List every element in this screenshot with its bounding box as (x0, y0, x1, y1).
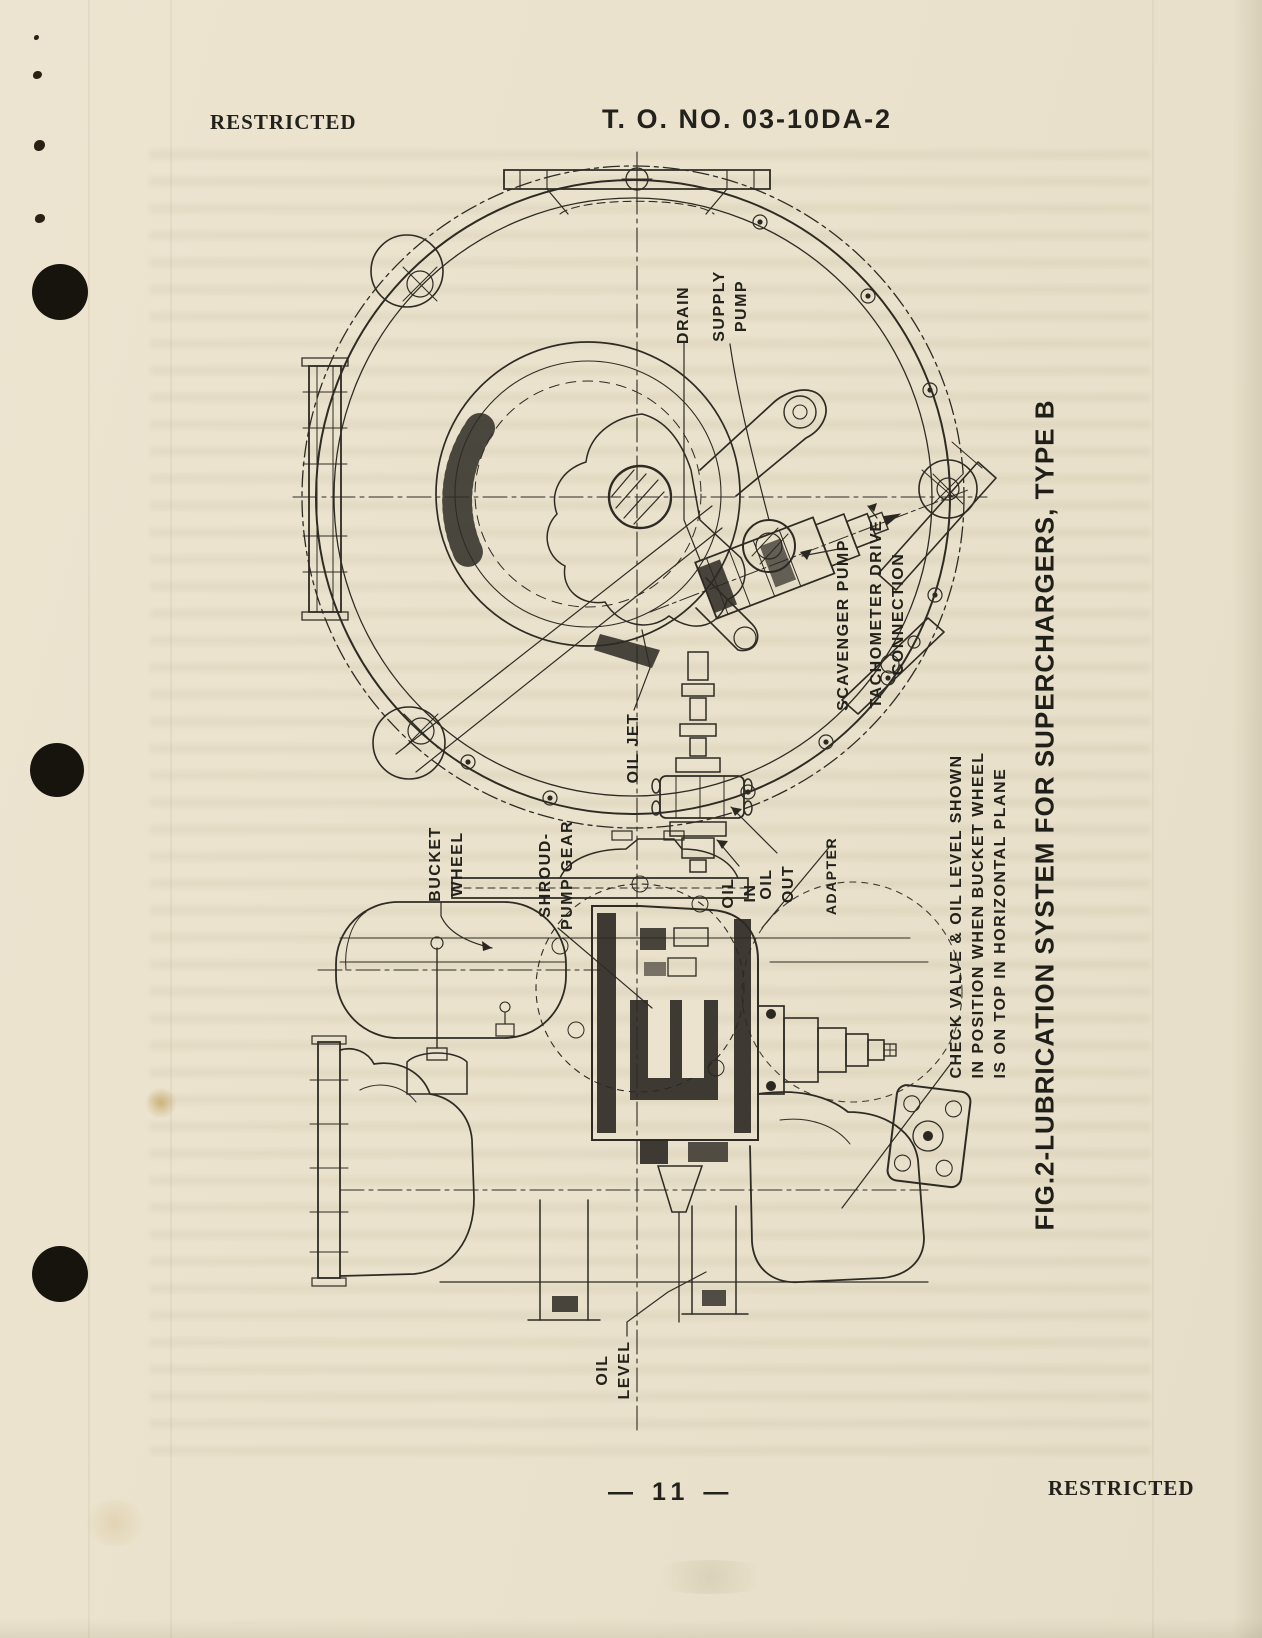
paper-stain (144, 1088, 178, 1118)
label-oil-level: OIL LEVEL (592, 1340, 636, 1399)
label-line: OIL (720, 877, 737, 909)
oil-line-fittings-column (651, 651, 753, 873)
label-scavenger-pump: SCAVENGER PUMP (833, 539, 855, 711)
header-doc-number: T. O. NO. 03-10DA-2 (602, 104, 893, 134)
label-oil-out: OIL OUT (756, 865, 800, 903)
front-view-rim-bolts (460, 214, 943, 806)
label-line: SCAVENGER PUMP (835, 539, 852, 711)
label-line: DRAIN (675, 285, 692, 345)
label-line: BUCKET (427, 826, 444, 902)
side-view-gear-column (591, 905, 759, 1323)
paper-crease (1152, 0, 1154, 1638)
punch-hole (32, 264, 88, 320)
side-view-output-shaft (757, 1005, 897, 1095)
supply-pump-boss (742, 519, 796, 573)
label-line: OUT (780, 864, 797, 904)
label-shroud-pump-gear: SHROUD- PUMP GEAR (535, 820, 579, 930)
label-line: LEVEL (616, 1340, 633, 1400)
label-line: SUPPLY (711, 270, 728, 342)
side-view-bolt-stand (406, 936, 515, 1095)
leader-lines (440, 341, 953, 1337)
label-line: OIL JET (625, 712, 642, 784)
side-view-housing (317, 830, 963, 1103)
label-tachometer-drive-connection: TACHOMETER DRIVE CONNECTION (866, 519, 910, 708)
label-line: OIL (758, 868, 775, 900)
page-edge-shadow (1232, 0, 1262, 1638)
header-classification: RESTRICTED (210, 110, 357, 134)
label-bucket-wheel: BUCKET WHEEL (425, 826, 469, 902)
label-line: OIL (594, 1354, 611, 1386)
scavenger-pump-and-tachometer-drive (649, 489, 968, 620)
ink-speck (33, 71, 42, 79)
side-view-bottom-pipes (527, 1199, 749, 1321)
paper-crease (170, 0, 172, 1638)
paper-stain (640, 1560, 780, 1594)
paper-crease (88, 0, 90, 1638)
label-line: ADAPTER (823, 836, 839, 916)
label-oil-jet: OIL JET (623, 713, 645, 784)
label-line: TACHOMETER DRIVE (868, 519, 885, 709)
figure-caption: FIG.2-LUBRICATION SYSTEM FOR SUPERCHARGE… (1029, 399, 1060, 1231)
label-line: WHEEL (449, 831, 466, 897)
label-adapter: ADAPTER (820, 837, 842, 915)
paper-stain (80, 1500, 150, 1546)
punch-hole (30, 743, 84, 797)
ink-speck (34, 140, 45, 151)
front-view-housing (292, 151, 988, 1431)
label-supply-pump: SUPPLY PUMP (709, 270, 753, 342)
note-line: CHECK VALVE & OIL LEVEL SHOWN (948, 754, 965, 1079)
check-valve-note: CHECK VALVE & OIL LEVEL SHOWN IN POSITIO… (946, 751, 1012, 1078)
label-line: PUMP (733, 279, 750, 333)
side-view-left-casting (309, 1035, 929, 1287)
front-view-support-arms (695, 389, 827, 652)
ink-speck (35, 214, 45, 223)
label-line: PUMP GEAR (559, 819, 576, 931)
oil-jet-and-spray-lines (395, 505, 723, 773)
page-edge-shadow (0, 1618, 1262, 1638)
ink-speck (34, 35, 39, 40)
punch-hole (32, 1246, 88, 1302)
label-line: SHROUD- (537, 832, 554, 918)
footer-classification: RESTRICTED (1048, 1476, 1195, 1500)
label-drain: DRAIN (673, 286, 695, 344)
side-view-right-casting (749, 1084, 972, 1283)
note-line: IS ON TOP IN HORIZONTAL PLANE (992, 767, 1009, 1079)
label-line: CONNECTION (890, 552, 907, 676)
front-view-impeller-rings (435, 341, 746, 647)
page-number: — 11 — (608, 1478, 735, 1506)
note-line: IN POSITION WHEN BUCKET WHEEL (970, 751, 987, 1079)
